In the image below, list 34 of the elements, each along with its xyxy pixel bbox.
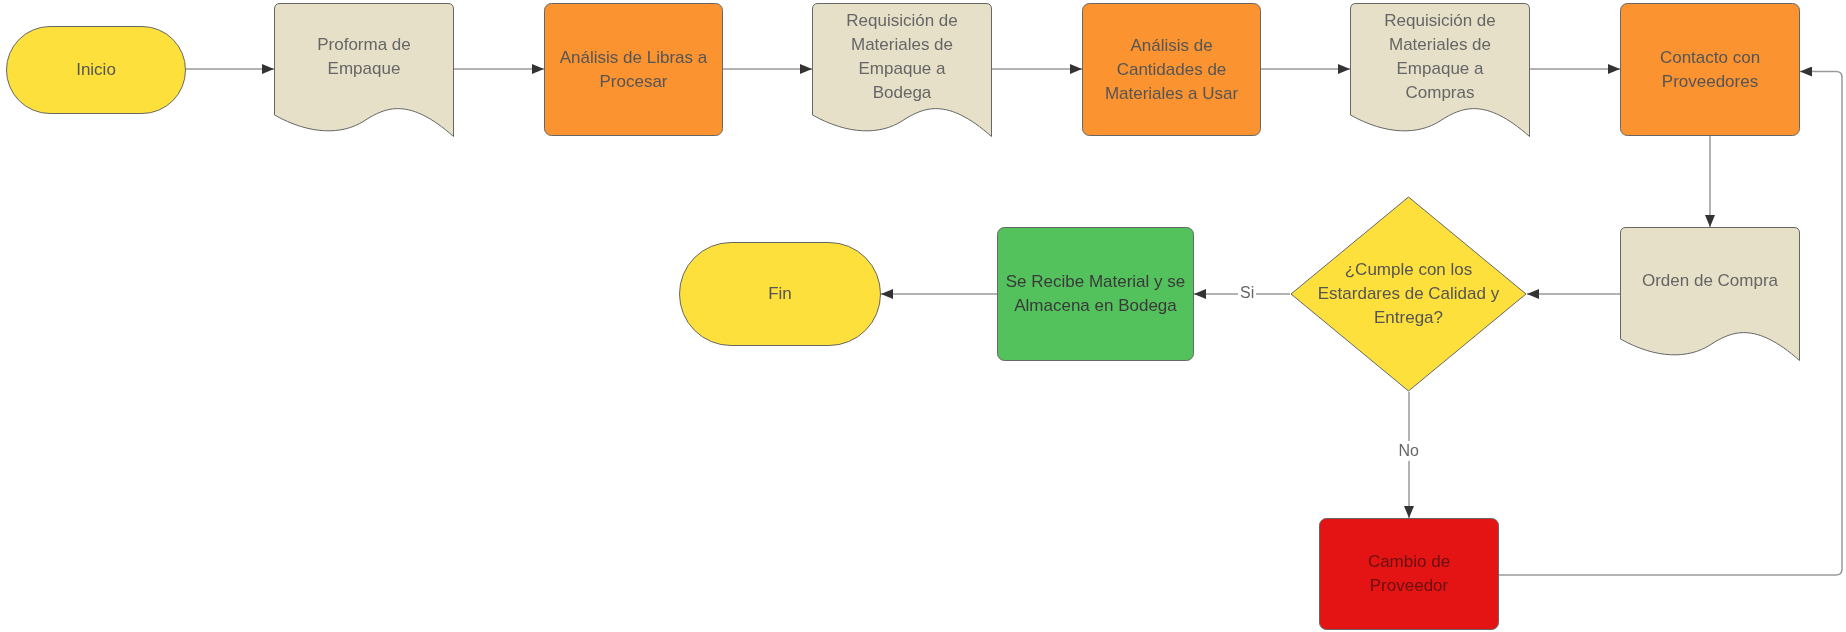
process-box (997, 227, 1194, 361)
process-box (1319, 518, 1499, 630)
arrow (185, 64, 275, 74)
arrow (1193, 289, 1291, 299)
node-label: Orden de Compra (1641, 270, 1779, 292)
node-label: Análisis de Cantidades de Materiales a Usar (1103, 34, 1240, 105)
node-label: ¿Cumple con los Estardares de Calidad y Entrega? (1316, 259, 1501, 329)
document-shape (274, 3, 454, 137)
process-box (1082, 3, 1261, 136)
arrow (1529, 64, 1621, 74)
node-label: Se Recibe Material y se Almacena en Bodega (1005, 271, 1186, 317)
arrow (1705, 135, 1715, 228)
node-label: Inicio (76, 59, 116, 81)
document-shape (812, 3, 992, 137)
node-label: Contacto con Proveedores (1658, 46, 1762, 93)
node-label: Proforma de Empaque (316, 34, 412, 80)
arrow (1526, 289, 1621, 299)
arrow (1498, 66, 1843, 576)
node-label: Requisición de Materiales de Empaque a Bodega (845, 10, 959, 104)
node-label: Fin (768, 283, 792, 305)
node-label: Análisis de Libras a Procesar (558, 46, 709, 93)
arrow (880, 289, 998, 299)
arrow (991, 64, 1083, 74)
arrow (722, 64, 813, 74)
document-shape (1620, 227, 1800, 361)
edge-label: No (1396, 441, 1421, 461)
decision-diamond (1290, 196, 1527, 392)
document-shape (1350, 3, 1530, 137)
node-label: Requisición de Materiales de Empaque a Compras (1383, 10, 1497, 104)
arrow (453, 64, 545, 74)
process-box (1620, 3, 1800, 136)
arrow (1260, 64, 1351, 74)
process-box (544, 3, 723, 136)
node-label: Cambio de Proveedor (1366, 551, 1452, 597)
